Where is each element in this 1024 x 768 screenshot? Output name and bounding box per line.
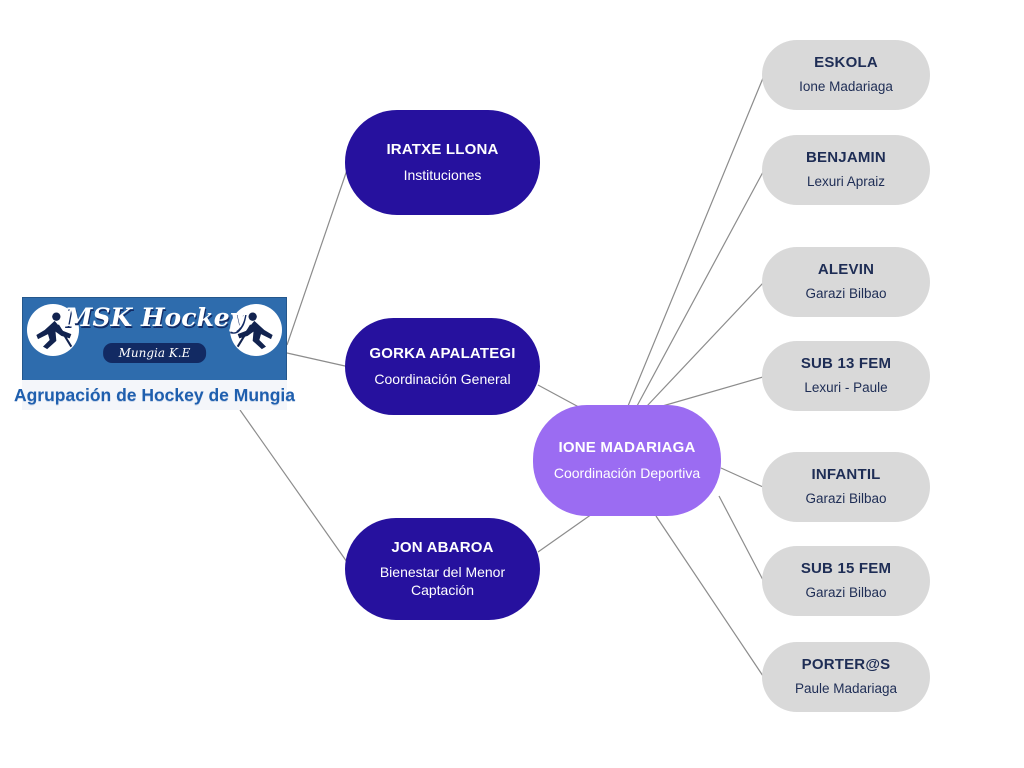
node-title: JON ABAROA xyxy=(391,538,494,556)
node-title: SUB 13 FEM xyxy=(800,355,892,373)
team-node-sub-13-fem: SUB 13 FEM Lexuri - Paule xyxy=(762,341,930,411)
node-subtitle: Lexuri Apraiz xyxy=(806,173,886,189)
node-subtitle: Ione Madariaga xyxy=(799,78,893,94)
team-node-benjamin: BENJAMIN Lexuri Apraiz xyxy=(762,135,930,205)
hockey-player-icon xyxy=(27,304,79,356)
node-subtitle: Garazi Bilbao xyxy=(805,490,887,506)
node-title: IONE MADARIAGA xyxy=(558,438,696,456)
team-node-alevin: ALEVIN Garazi Bilbao xyxy=(762,247,930,317)
node-title: GORKA APALATEGI xyxy=(369,344,516,362)
hockey-player-icon xyxy=(230,304,282,356)
club-logo: MSK Hockey Mungia K.E Agrupación de Hock… xyxy=(14,297,295,410)
node-title: PORTER@S xyxy=(801,656,891,674)
node-subtitle: Garazi Bilbao xyxy=(805,584,887,600)
logo-banner: Agrupación de Hockey de Mungia xyxy=(14,380,295,410)
team-node-eskola: ESKOLA Ione Madariaga xyxy=(762,40,930,110)
node-title: INFANTIL xyxy=(811,466,881,484)
node-jon-abaroa: JON ABAROA Bienestar del Menor Captación xyxy=(345,518,540,620)
logo-title: MSK Hockey xyxy=(64,303,245,332)
node-title: IRATXE LLONA xyxy=(386,140,499,158)
node-subtitle: Bienestar del Menor Captación xyxy=(379,564,506,598)
team-node-sub-15-fem: SUB 15 FEM Garazi Bilbao xyxy=(762,546,930,616)
logo-top-area: MSK Hockey Mungia K.E xyxy=(22,297,287,380)
node-subtitle: Instituciones xyxy=(403,166,482,183)
node-subtitle: Coordinación Deportiva xyxy=(553,464,701,481)
node-subtitle: Lexuri - Paule xyxy=(804,379,888,395)
team-node-porteras: PORTER@S Paule Madariaga xyxy=(762,642,930,712)
node-title: SUB 15 FEM xyxy=(800,560,892,578)
node-subtitle: Garazi Bilbao xyxy=(805,285,887,301)
team-node-infantil: INFANTIL Garazi Bilbao xyxy=(762,452,930,522)
node-iratxe-llona: IRATXE LLONA Instituciones xyxy=(345,110,540,215)
logo-ribbon: Mungia K.E xyxy=(102,343,207,363)
node-title: ESKOLA xyxy=(814,54,878,72)
node-ione-madariaga: IONE MADARIAGA Coordinación Deportiva xyxy=(533,405,721,516)
node-title: ALEVIN xyxy=(817,261,875,279)
node-title: BENJAMIN xyxy=(806,149,886,167)
node-subtitle: Coordinación General xyxy=(374,370,511,387)
node-gorka-apalategi: GORKA APALATEGI Coordinación General xyxy=(345,318,540,415)
node-subtitle: Paule Madariaga xyxy=(794,680,898,696)
